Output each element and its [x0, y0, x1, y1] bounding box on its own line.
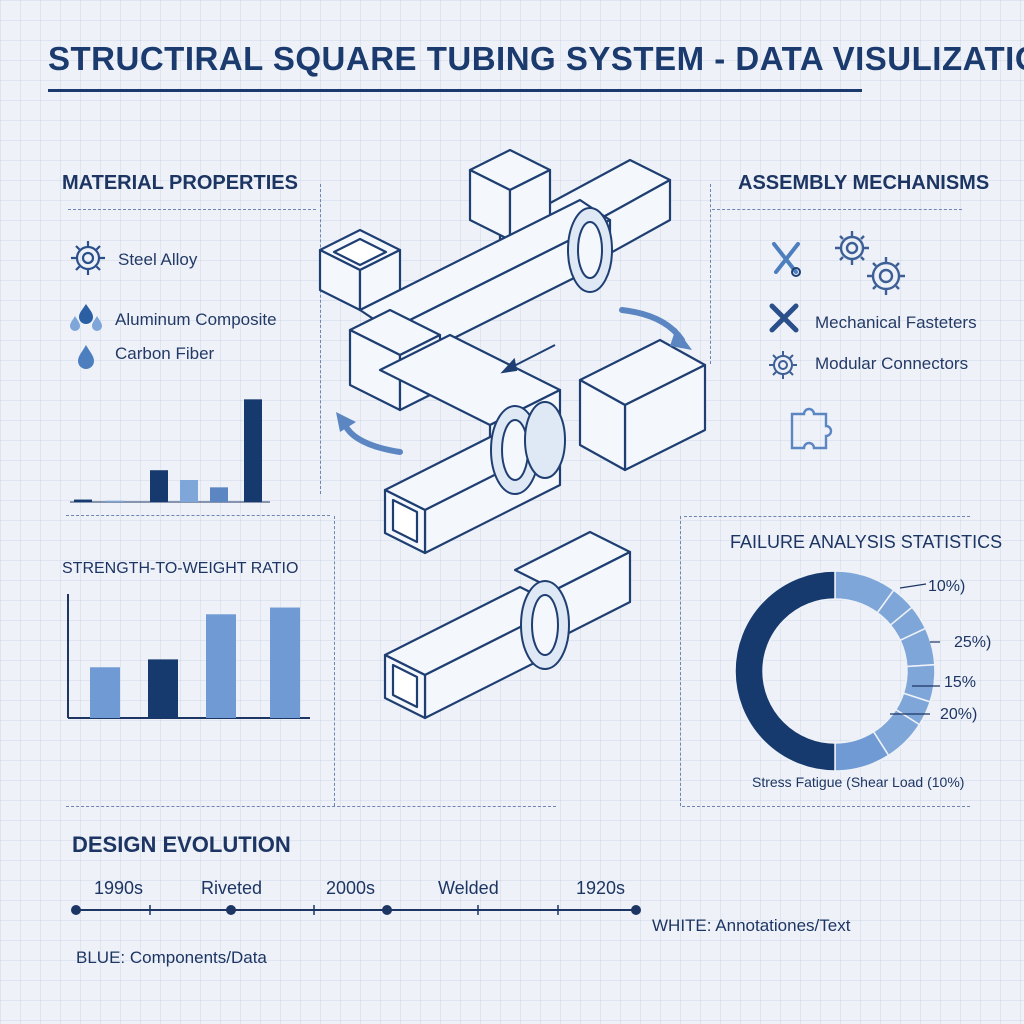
material-properties-heading: MATERIAL PROPERTIES: [62, 172, 298, 194]
strength-bar-chart: [67, 594, 310, 719]
failure-footer: Stress Fatigue (Shear Load (10%): [752, 774, 965, 790]
material-bar: [210, 487, 228, 502]
material-item-aluminum: [66, 302, 106, 341]
failure-heading: FAILURE ANALYSIS STATISTICS: [730, 532, 1003, 552]
strength-bar: [270, 607, 300, 718]
assembly-label-fasteners: Mechanical Fasteters: [815, 313, 977, 332]
timeline-stage-2: Riveted: [201, 878, 263, 898]
material-item-steel: [68, 238, 108, 283]
material-item-carbon: [74, 343, 98, 376]
strength-bar: [90, 667, 120, 718]
puzzle-icon: [790, 407, 833, 450]
timeline-stage-3: 2000s: [326, 878, 376, 898]
strength-divider-vertical: [334, 516, 335, 806]
legend-blue: BLUE: Components/Data: [76, 948, 267, 967]
design-timeline: [71, 905, 641, 915]
gear-icon: [71, 241, 105, 275]
material-bar: [74, 499, 92, 502]
material-label-steel: Steel Alloy: [118, 250, 198, 269]
material-label-carbon: Carbon Fiber: [115, 344, 215, 363]
assembly-label-connectors: Modular Connectors: [815, 354, 969, 373]
direction-arrow: [509, 344, 556, 369]
bottom-divider: [66, 806, 556, 807]
timeline-node: [226, 905, 236, 915]
timeline-stage-1: 1990s: [94, 878, 144, 898]
failure-donut-chart: [734, 570, 940, 772]
assembly-divider: [712, 209, 962, 210]
failure-label-1: 10%): [928, 578, 966, 595]
timeline-node: [71, 905, 81, 915]
material-bar: [180, 480, 198, 502]
donut-slice: [734, 570, 836, 772]
strength-heading: STRENGTH-TO-WEIGHT RATIO: [62, 560, 299, 577]
gear-icon: [769, 351, 797, 379]
assembly-divider-vertical: [710, 184, 711, 364]
material-bar: [150, 470, 168, 502]
material-divider: [68, 209, 316, 210]
page-title: STRUCTIRAL SQUARE TUBING SYSTEM - DATA V…: [48, 40, 1024, 77]
timeline-node: [631, 905, 641, 915]
tools-icon: [772, 242, 801, 277]
double-gear-icon: [835, 231, 905, 295]
failure-divider-bottom: [682, 806, 970, 807]
failure-divider-vertical: [680, 516, 681, 806]
strength-divider: [66, 515, 330, 516]
rotation-arrow-right: [619, 307, 685, 343]
rotation-arrow-left: [342, 422, 403, 455]
timeline-stage-5: 1920s: [576, 878, 626, 898]
strength-bar: [206, 614, 236, 718]
material-label-aluminum: Aluminum Composite: [115, 310, 277, 329]
material-divider-vertical: [320, 184, 321, 494]
material-bar: [244, 399, 262, 502]
legend-white: WHITE: Annotationes/Text: [652, 916, 851, 935]
strength-bar: [148, 659, 178, 718]
material-bar-chart: [70, 399, 270, 503]
material-bar: [106, 500, 124, 502]
failure-label-3: 15%: [944, 674, 977, 691]
title-underline: [48, 89, 862, 92]
assembly-heading: ASSEMBLY MECHANISMS: [738, 172, 990, 194]
design-evolution-heading: DESIGN EVOLUTION: [72, 832, 291, 857]
timeline-node: [382, 905, 392, 915]
tubing-assembly-illustration: [318, 148, 707, 720]
failure-label-2: 25%): [954, 634, 992, 651]
wrench-screwdriver-icon: [769, 303, 799, 333]
timeline-stage-4: Welded: [438, 878, 499, 898]
failure-divider: [684, 516, 970, 517]
failure-label-4: 20%): [940, 706, 978, 723]
droplet-icon: [78, 345, 94, 369]
leader-line: [899, 583, 927, 589]
droplet-cluster-icon: [70, 304, 102, 331]
